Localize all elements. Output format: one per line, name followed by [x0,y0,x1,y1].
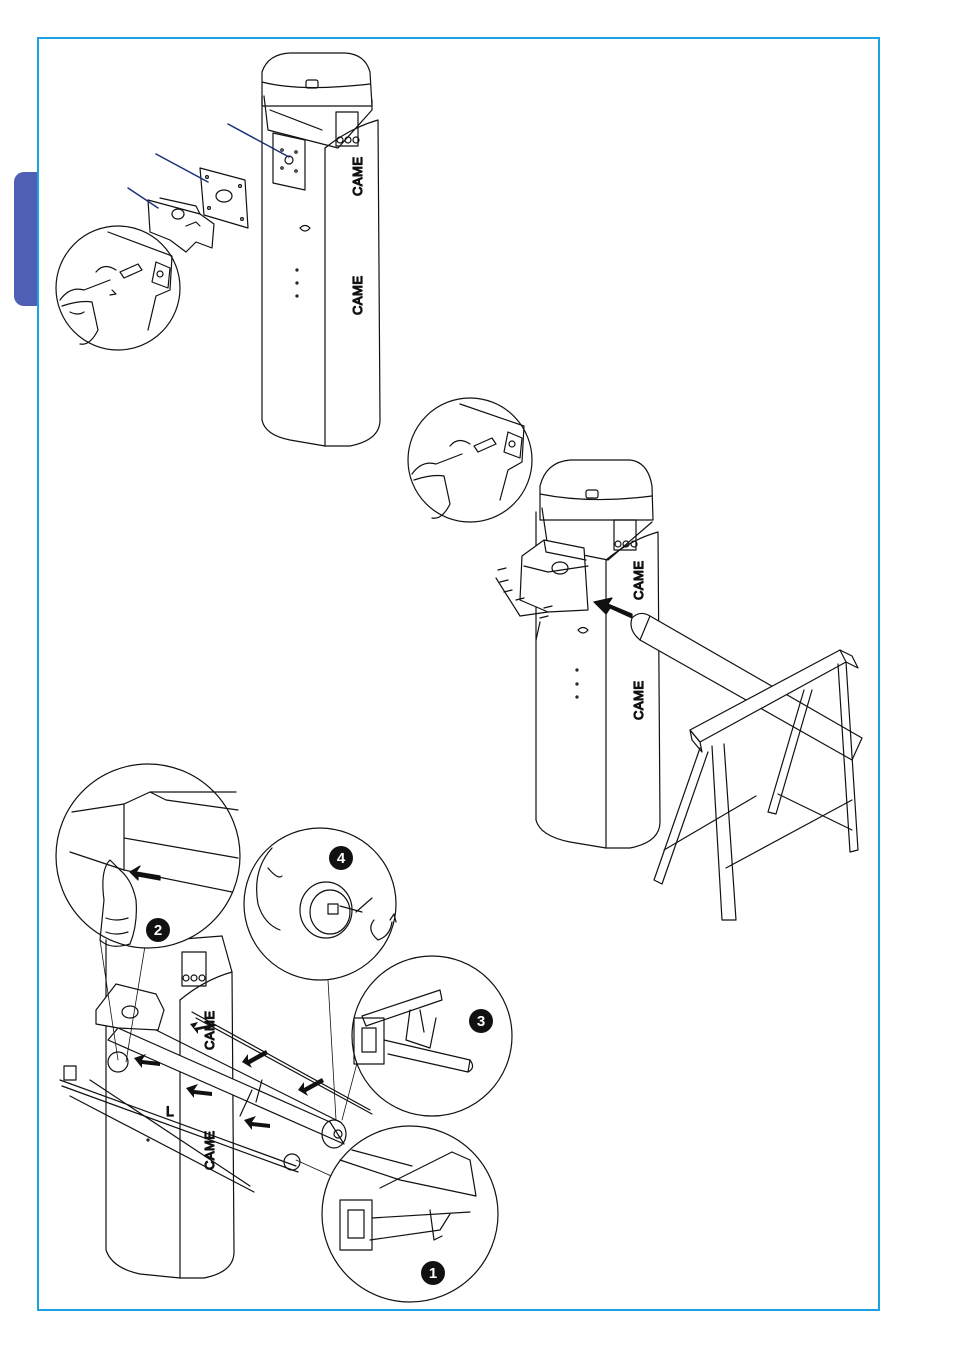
step-number: 2 [154,922,162,939]
step-badge-2: 2 [146,918,170,942]
barrier-cabinet-middle [536,460,660,848]
step-number: 4 [337,850,346,867]
brand-label-2: CAME [350,275,365,315]
detail-step-2 [56,764,240,948]
step-number: 3 [477,1013,485,1030]
brand-label-3: CAME [631,560,646,600]
detail-step-3 [352,956,512,1116]
step-badge-1: 1 [421,1261,445,1285]
detail-step-1 [322,1126,498,1302]
bracket-assembled [520,540,588,612]
barrier-boom [631,613,862,760]
step-badge-4: 4 [329,846,353,870]
barrier-cabinet-top [262,53,380,446]
insert-arrow-icon [594,598,632,618]
detail-screw-tightening-middle [408,398,532,522]
brand-label-4: CAME [631,680,646,720]
callout-marker [108,1052,128,1072]
step-number: 1 [429,1265,437,1282]
length-label: L [166,1103,174,1119]
detail-screw-tightening-top [56,226,180,350]
step-badge-3: 3 [469,1009,493,1033]
detail-step-4 [244,828,396,980]
brand-label-1: CAME [350,156,365,196]
brand-label-5: CAME [202,1010,217,1050]
